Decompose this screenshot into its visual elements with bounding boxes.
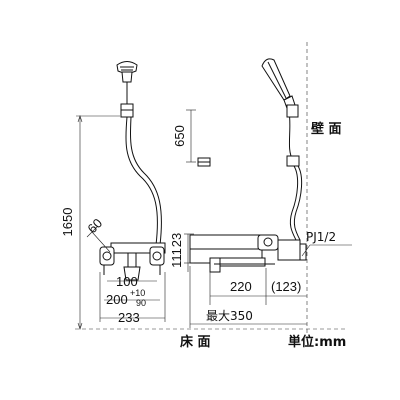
wall-label: 壁 面 [311, 121, 342, 137]
dim-200: 200 +10 90 [104, 288, 160, 308]
side-shower-head [261, 58, 297, 112]
dim-23-text: 23 [169, 233, 184, 247]
front-hanger [197, 157, 211, 167]
dim-200-tol-plus: +10 [130, 288, 145, 298]
dim-111-text: 111 [169, 248, 184, 268]
dim-100: 100 [107, 274, 157, 289]
dim-650-text: 650 [172, 125, 187, 147]
unit-label: 単位:mm [288, 334, 346, 350]
dim-220: 220 [209, 268, 267, 305]
dim-100-text: 100 [116, 274, 138, 289]
side-faucet-body [189, 234, 307, 273]
dim-200-text: 200 [106, 292, 128, 307]
dim-1650: 1650 [60, 115, 120, 330]
dim-200-tol-base: 90 [136, 298, 146, 308]
dim-111-23: 23 111 [169, 233, 194, 272]
dim-max-350: 最大350 [189, 266, 307, 328]
front-shower-hose [125, 116, 158, 246]
dim-233: 233 [99, 272, 166, 325]
dim-233-text: 233 [118, 310, 140, 325]
front-shower-holder [120, 103, 134, 118]
dim-60-text: 60 [84, 215, 105, 236]
dim-123: (123) [266, 279, 307, 297]
thread-label: PJ1/2 [306, 230, 336, 244]
dim-123-text: (123) [271, 279, 301, 294]
floor-label: 床 面 [180, 334, 211, 350]
dim-1650-text: 1650 [60, 208, 75, 237]
dim-220-text: 220 [230, 279, 252, 294]
front-shower-hose-inner [130, 116, 162, 246]
thread-callout: PJ1/2 [301, 230, 352, 257]
dim-650: 650 [172, 109, 196, 163]
front-shower-head [116, 61, 138, 104]
front-faucet-body [99, 242, 166, 281]
dim-max-350-text: 最大350 [206, 309, 253, 323]
side-slide-bar [286, 104, 303, 241]
